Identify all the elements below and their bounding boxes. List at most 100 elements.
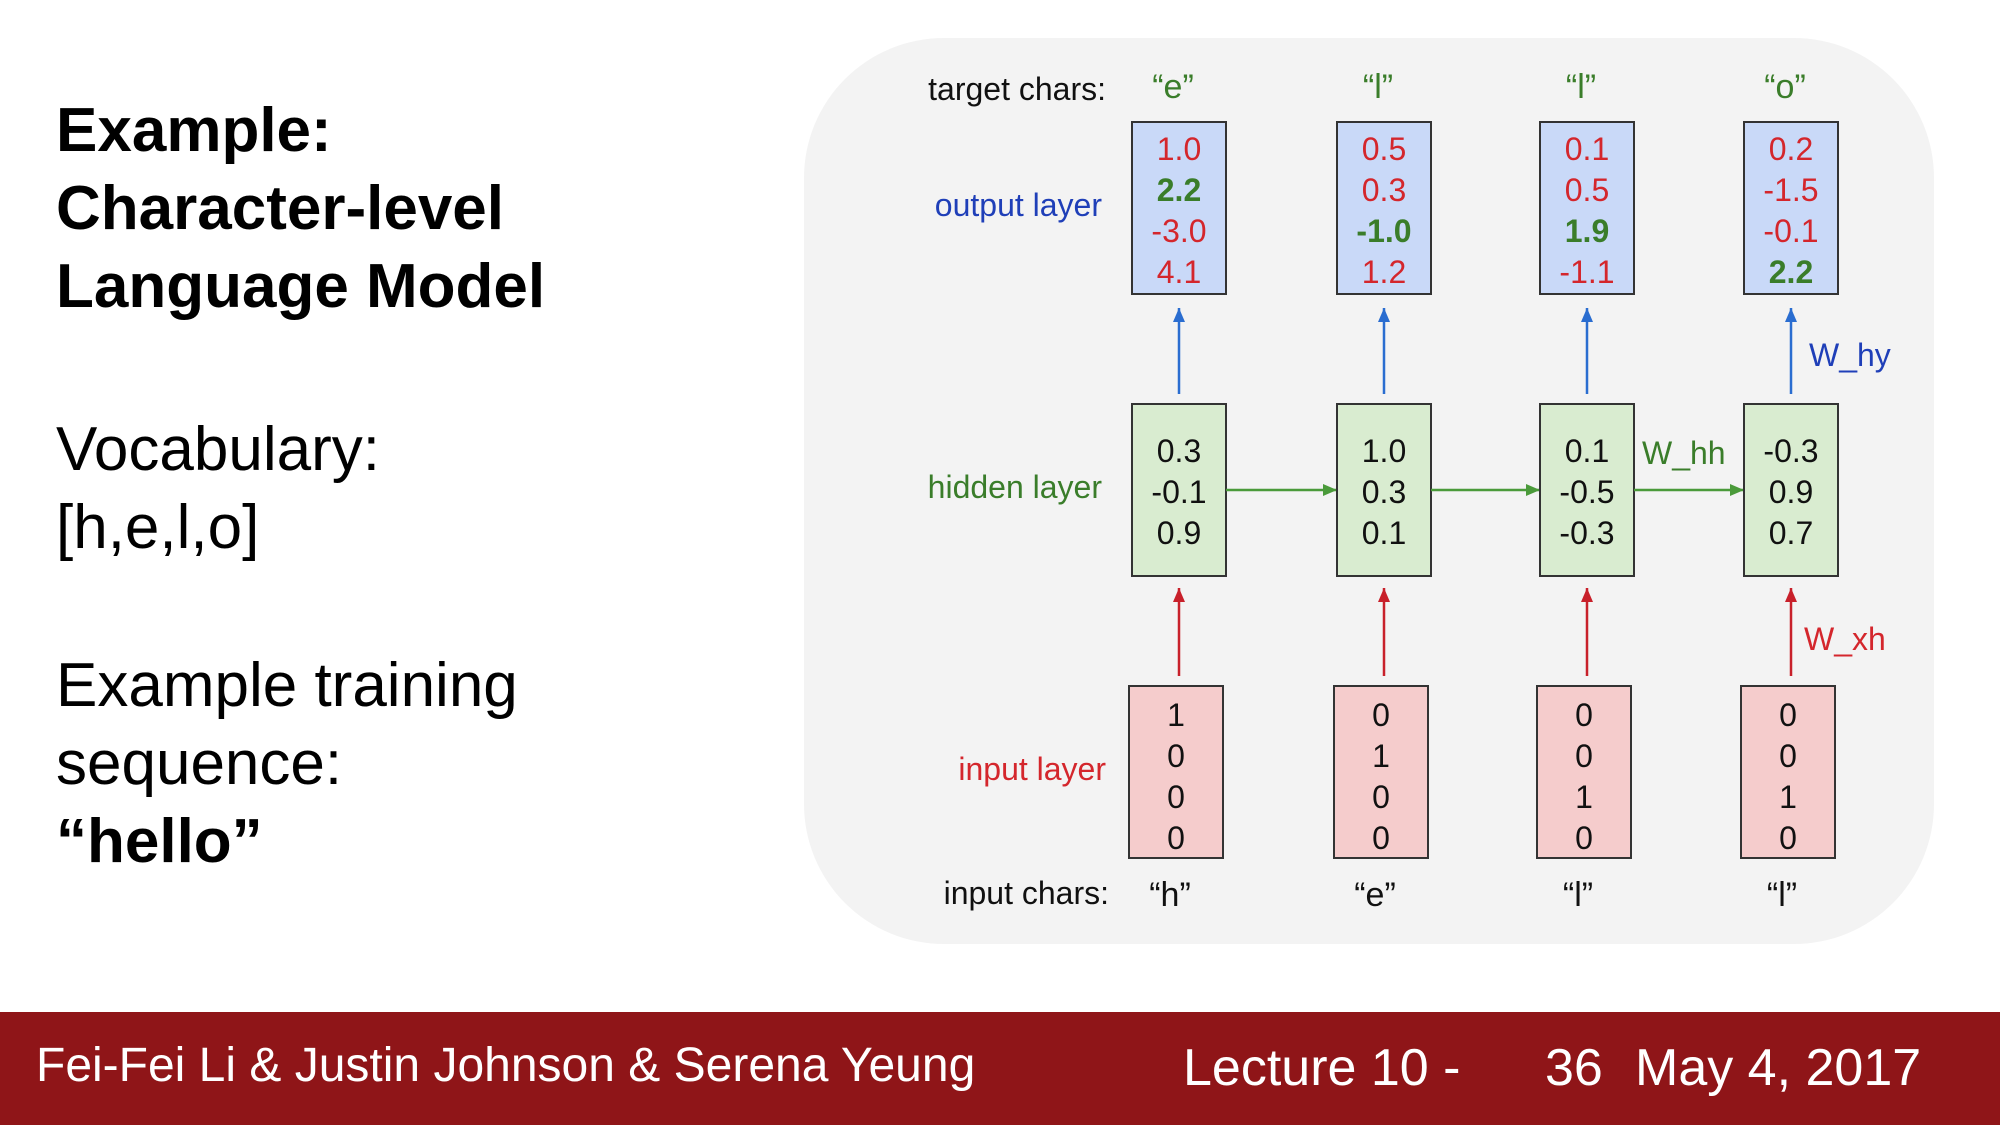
hidden-value: 0.7 <box>1769 515 1813 551</box>
output-value: -1.5 <box>1763 172 1818 208</box>
w-xh-label: W_xh <box>1804 621 1886 657</box>
input-char: “l” <box>1767 876 1797 914</box>
output-value: -0.1 <box>1763 213 1818 249</box>
hidden-box <box>1131 403 1227 577</box>
footer-authors: Fei-Fei Li & Justin Johnson & Serena Yeu… <box>36 1039 976 1092</box>
input-value: 0 <box>1575 738 1593 774</box>
arrow-xh-head <box>1785 588 1797 602</box>
hidden-value: 1.0 <box>1362 433 1406 469</box>
hidden-value: -0.3 <box>1763 433 1818 469</box>
input-value: 0 <box>1167 738 1185 774</box>
input-value: 0 <box>1372 697 1390 733</box>
slide-title-line: Character-level <box>56 174 505 243</box>
output-layer-label: output layer <box>935 187 1103 223</box>
output-box <box>1539 121 1635 295</box>
input-char: “l” <box>1563 876 1593 914</box>
output-value: 2.2 <box>1769 254 1813 290</box>
input-box <box>1128 685 1224 859</box>
input-value: 1 <box>1167 697 1185 733</box>
input-value: 0 <box>1575 820 1593 856</box>
hidden-value: 0.3 <box>1362 474 1406 510</box>
w-hy-label: W_hy <box>1809 337 1891 373</box>
input-value: 1 <box>1372 738 1390 774</box>
footer-bar: Fei-Fei Li & Justin Johnson & Serena Yeu… <box>0 1012 2000 1125</box>
hidden-value: 0.9 <box>1769 474 1813 510</box>
arrow-xh-head <box>1378 588 1390 602</box>
output-value: 1.2 <box>1362 254 1406 290</box>
input-char: “h” <box>1149 876 1191 914</box>
arrow-hy-head <box>1173 308 1185 322</box>
vocab-value: [h,e,l,o] <box>56 493 260 562</box>
hidden-value: -0.3 <box>1559 515 1614 551</box>
input-layer-label: input layer <box>958 751 1106 787</box>
training-value-line: “hello” <box>56 803 816 881</box>
input-value: 1 <box>1575 779 1593 815</box>
arrow-hh-head <box>1323 484 1337 496</box>
hidden-box <box>1539 403 1635 577</box>
target-char: “l” <box>1566 68 1596 106</box>
input-box <box>1536 685 1632 859</box>
input-value: 0 <box>1575 697 1593 733</box>
input-value: 1 <box>1779 779 1797 815</box>
hidden-box <box>1743 403 1839 577</box>
arrow-hh-head <box>1526 484 1540 496</box>
input-value: 0 <box>1372 779 1390 815</box>
input-value: 0 <box>1779 697 1797 733</box>
slide-title-line: Language Model <box>56 252 546 321</box>
vocab-label: Vocabulary: <box>56 415 380 484</box>
hidden-value: 0.1 <box>1362 515 1406 551</box>
training-label-1: Example training <box>56 651 518 720</box>
hidden-box <box>1336 403 1432 577</box>
output-box <box>1131 121 1227 295</box>
output-value: 4.1 <box>1157 254 1201 290</box>
training-label-2: sequence: <box>56 729 343 798</box>
footer-page-number: 36 <box>1545 1039 1603 1097</box>
output-box <box>1743 121 1839 295</box>
target-char: “e” <box>1152 68 1194 106</box>
output-value: 0.3 <box>1362 172 1406 208</box>
input-value: 0 <box>1779 820 1797 856</box>
input-char: “e” <box>1354 876 1396 914</box>
input-box <box>1333 685 1429 859</box>
arrow-xh-head <box>1581 588 1593 602</box>
input-value: 0 <box>1167 820 1185 856</box>
arrow-hh-head <box>1730 484 1744 496</box>
hidden-value: -0.5 <box>1559 474 1614 510</box>
training-value: “hello” <box>56 807 263 876</box>
input-value: 0 <box>1779 738 1797 774</box>
rnn-diagram: target chars: output layer hidden layer inp… <box>804 38 1934 944</box>
output-value: 0.5 <box>1362 131 1406 167</box>
output-value: 1.0 <box>1157 131 1201 167</box>
hidden-value: 0.3 <box>1157 433 1201 469</box>
footer-lecture: Lecture 10 - <box>1183 1039 1461 1097</box>
output-value: -3.0 <box>1151 213 1206 249</box>
output-value: 0.5 <box>1565 172 1609 208</box>
output-value: -1.0 <box>1356 213 1411 249</box>
hidden-layer-label: hidden layer <box>928 469 1103 505</box>
target-char: “l” <box>1363 68 1393 106</box>
arrow-hy-head <box>1581 308 1593 322</box>
arrow-hy-head <box>1378 308 1390 322</box>
rnn-diagram-svg: target chars: output layer hidden layer inp… <box>928 68 1891 914</box>
hidden-value: 0.1 <box>1565 433 1609 469</box>
input-value: 0 <box>1167 779 1185 815</box>
hidden-value: -0.1 <box>1151 474 1206 510</box>
output-box <box>1336 121 1432 295</box>
slide-text: Example: Character-level Language Model … <box>56 92 816 881</box>
output-value: 1.9 <box>1565 213 1609 249</box>
target-char: “o” <box>1764 68 1806 106</box>
output-value: 0.1 <box>1565 131 1609 167</box>
hidden-value: 0.9 <box>1157 515 1201 551</box>
input-value: 0 <box>1372 820 1390 856</box>
output-value: 0.2 <box>1769 131 1813 167</box>
arrow-hy-head <box>1785 308 1797 322</box>
output-value: -1.1 <box>1559 254 1614 290</box>
input-box <box>1740 685 1836 859</box>
output-value: 2.2 <box>1157 172 1201 208</box>
w-hh-label: W_hh <box>1642 435 1726 471</box>
target-chars-label: target chars: <box>928 71 1106 107</box>
input-chars-label: input chars: <box>944 875 1109 911</box>
arrow-xh-head <box>1173 588 1185 602</box>
footer-date: May 4, 2017 <box>1635 1039 1922 1097</box>
slide-title-line: Example: <box>56 96 332 165</box>
